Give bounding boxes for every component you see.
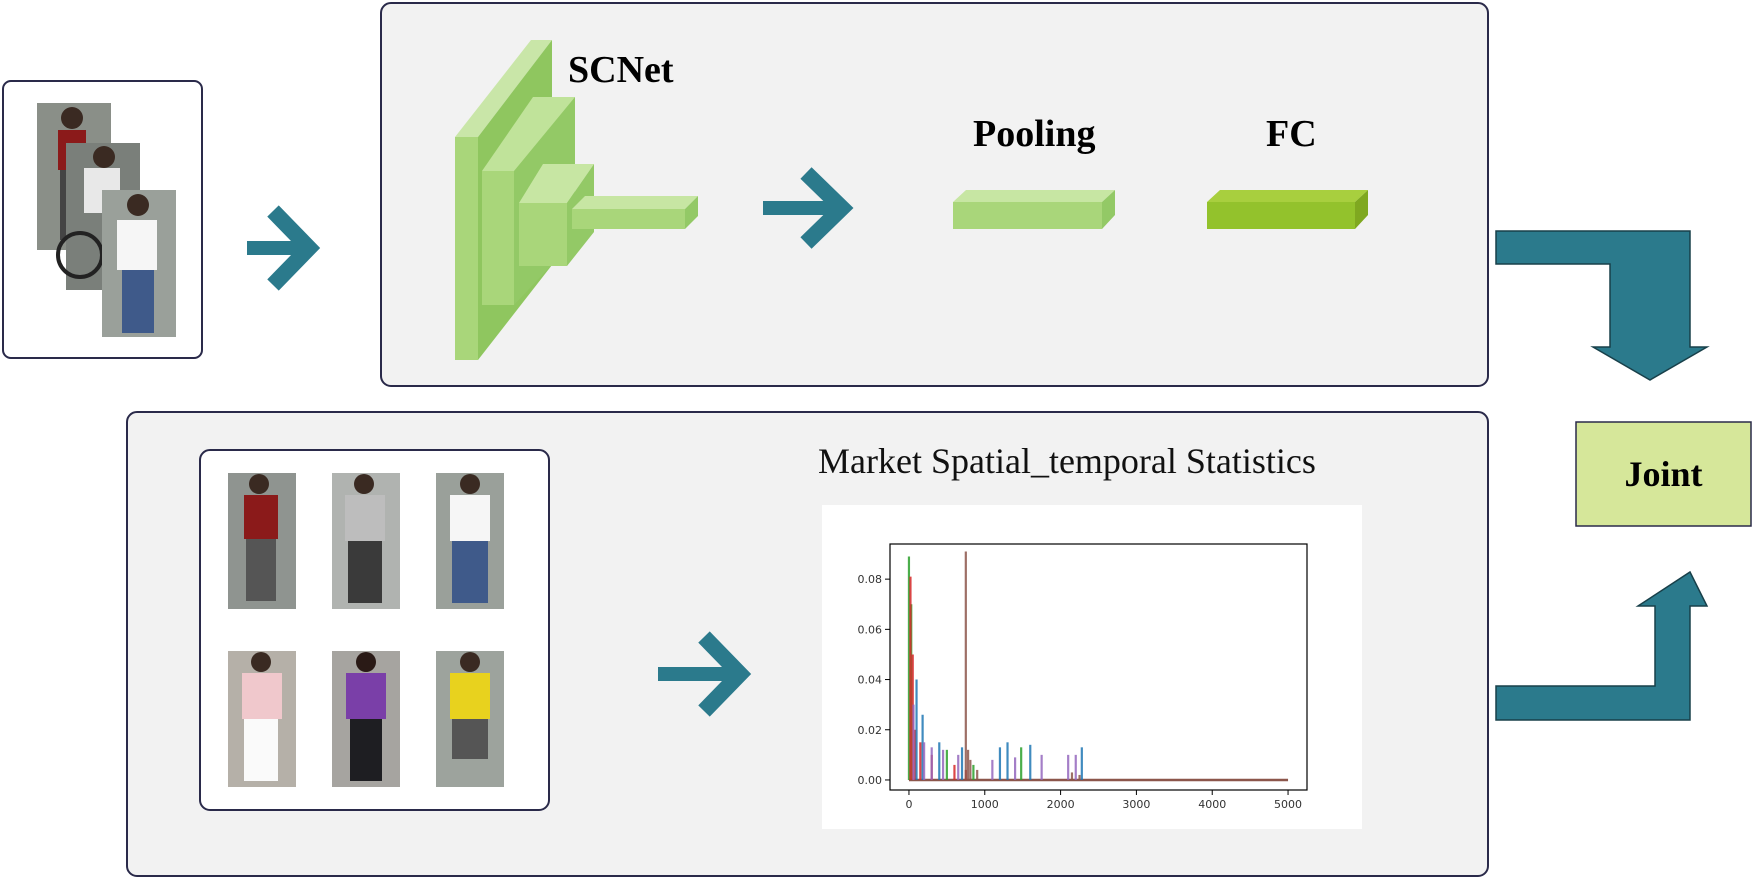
- arrow-statistics-to-joint: [1495, 570, 1709, 721]
- x-tick-label: 5000: [1274, 798, 1302, 811]
- gallery-person-image-4: [228, 651, 296, 787]
- feature-extraction-panel: [380, 2, 1489, 387]
- scnet-block: [455, 40, 698, 360]
- pooling-label: Pooling: [973, 113, 1096, 155]
- gallery-person-image-3: [436, 473, 504, 609]
- chart-marks: 0 1000 2000 3000 4000 5000 0.00 0.02 0.04 0.06 0.0…: [858, 551, 1302, 811]
- scnet-label: SCNet: [568, 49, 674, 91]
- gallery-person-image-2: [332, 473, 400, 609]
- fc-label: FC: [1266, 113, 1317, 155]
- x-tick-label: 0: [905, 798, 912, 811]
- fc-block: [1207, 190, 1368, 229]
- y-tick-label: 0.08: [858, 573, 883, 586]
- query-person-image-3: [102, 190, 176, 337]
- arrow-scnet-to-pooling: [763, 167, 854, 249]
- gallery-person-image-1: [228, 473, 296, 609]
- gallery-person-image-5: [332, 651, 400, 787]
- x-tick-label: 2000: [1047, 798, 1075, 811]
- arrow-features-to-joint: [1495, 230, 1710, 381]
- pooling-block: [953, 190, 1115, 229]
- joint-box: [1575, 421, 1752, 527]
- chart-frame: [889, 543, 1308, 791]
- statistics-title: Market Spatial_temporal Statistics: [818, 441, 1316, 481]
- arrow-gallery-to-statistics: [658, 631, 752, 717]
- x-tick-label: 4000: [1198, 798, 1226, 811]
- joint-label: Joint: [1624, 454, 1703, 494]
- y-tick-label: 0.04: [858, 674, 883, 687]
- y-tick-label: 0.02: [858, 724, 883, 737]
- arrow-query-to-scnet: [247, 205, 321, 291]
- x-tick-label: 3000: [1122, 798, 1150, 811]
- y-tick-label: 0.00: [858, 774, 883, 787]
- gallery-person-image-6: [436, 651, 504, 787]
- y-tick-label: 0.06: [858, 623, 883, 636]
- x-tick-label: 1000: [971, 798, 999, 811]
